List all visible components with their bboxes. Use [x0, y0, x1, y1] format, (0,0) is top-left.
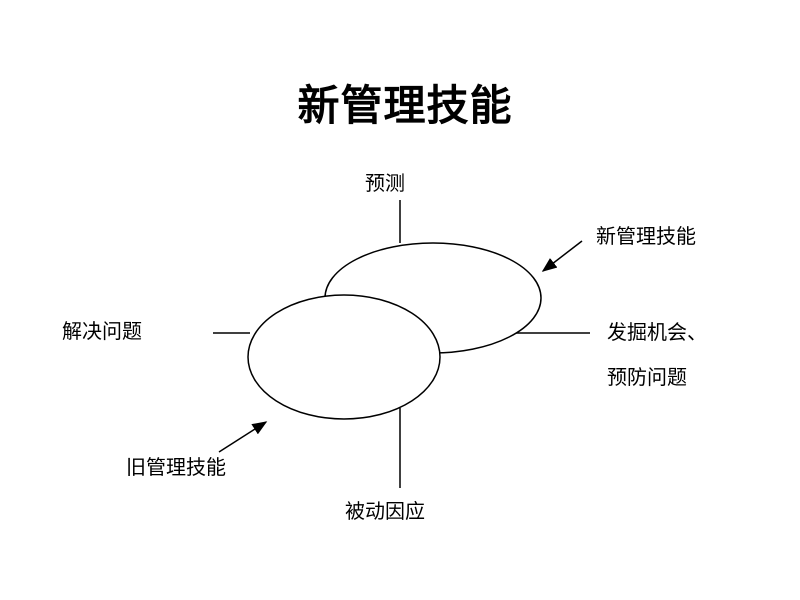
label-discover-opportunities: 发掘机会、	[607, 320, 707, 344]
old-skills-arrow	[218, 421, 268, 453]
new-skills-arrow	[541, 240, 583, 272]
label-new-skills: 新管理技能	[596, 224, 696, 248]
label-forecast: 预测	[365, 171, 405, 195]
label-solve-problems: 解决问题	[62, 319, 142, 343]
label-old-skills: 旧管理技能	[126, 455, 226, 479]
label-prevent-problems: 预防问题	[607, 365, 687, 389]
page-title: 新管理技能	[297, 81, 513, 130]
label-passive-response: 被动因应	[345, 499, 425, 523]
old-skills-ellipse	[247, 294, 441, 420]
